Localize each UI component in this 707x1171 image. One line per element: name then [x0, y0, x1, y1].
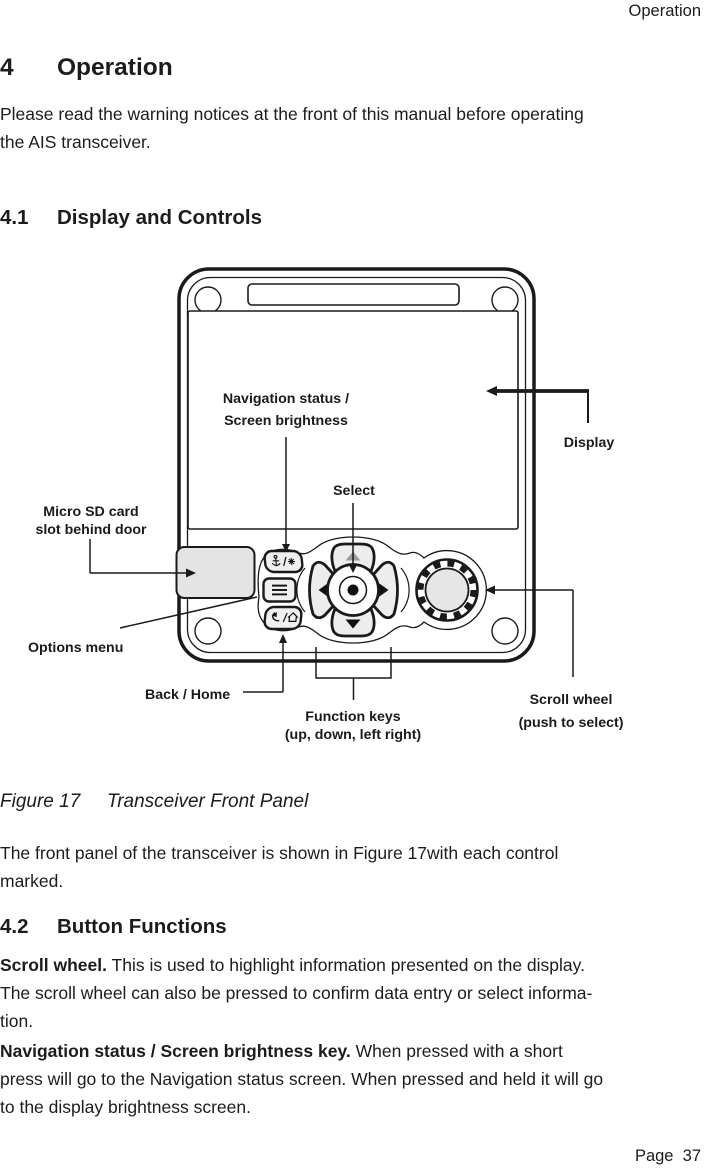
select-dot-icon [347, 584, 359, 596]
leader-lines [89, 389, 589, 700]
label-options-menu: Options menu [28, 640, 123, 656]
figure-caption-title: Transceiver Front Panel [107, 791, 309, 812]
text-line: marked. [0, 871, 64, 891]
bold-lead: Scroll wheel. [0, 955, 107, 975]
text-segment: When pressed with a short [350, 1041, 563, 1061]
label-nav-status: Navigation status / [223, 391, 349, 407]
text-line: to the display brightness screen. [0, 1097, 251, 1117]
label-function-keys: (up, down, left right) [285, 727, 422, 743]
menu-lines-icon [272, 584, 287, 596]
label-sd-card: slot behind door [35, 522, 147, 538]
screw-hole-icon [491, 286, 519, 314]
label-display: Display [564, 435, 615, 451]
running-header: Operation [628, 2, 701, 20]
right-arrow-icon [378, 582, 389, 598]
scroll-wheel-notches [417, 560, 477, 620]
anchor-icon [271, 554, 281, 567]
section-heading-4: 4 Operation [0, 54, 173, 82]
back-arrow-head [271, 612, 277, 617]
text-line: Scroll wheel. This is used to highlight … [0, 951, 592, 979]
dpad-left-arc [296, 567, 306, 613]
label-function-keys: Function keys [305, 709, 401, 725]
brightness-icon [287, 558, 296, 565]
back-home-key [263, 605, 303, 631]
section-heading-4-1: 4.1 Display and Controls [0, 206, 262, 230]
screw-hole-icon [491, 617, 519, 645]
after-figure-paragraph: The front panel of the transceiver is sh… [0, 839, 558, 895]
scroll-wheel-paragraph: Scroll wheel. This is used to highlight … [0, 951, 592, 1035]
slash-icon [283, 556, 287, 567]
heading-title: Display and Controls [57, 206, 263, 229]
slash-icon [282, 612, 288, 623]
label-scroll-wheel: Scroll wheel [530, 692, 613, 708]
text-line: press will go to the Navigation status s… [0, 1069, 604, 1089]
nav-key-paragraph: Navigation status / Screen brightness ke… [0, 1037, 603, 1121]
nav-status-brightness-key [263, 549, 304, 574]
text-line: The scroll wheel can also be pressed to … [0, 983, 593, 1003]
label-nav-status: Screen brightness [224, 413, 348, 429]
text-line: the AIS transceiver. [0, 132, 151, 152]
text-line: The front panel of the transceiver is sh… [0, 843, 559, 863]
screw-hole-icon [194, 286, 222, 314]
scroll-wheel-knob [424, 567, 470, 613]
bold-lead: Navigation status / Screen brightness ke… [0, 1041, 351, 1061]
home-icon [287, 612, 299, 622]
heading-number: 4.2 [0, 915, 29, 938]
back-arrow-icon [272, 612, 280, 622]
text-segment: This is used to highlight information pr… [106, 955, 585, 975]
figure-caption-label: Figure 17 [0, 791, 81, 812]
section-heading-4-2: 4.2 Button Functions [0, 915, 227, 939]
label-back-home: Back / Home [145, 687, 230, 703]
label-select: Select [333, 483, 375, 499]
heading-number: 4.1 [0, 206, 29, 229]
label-scroll-wheel: (push to select) [519, 715, 624, 731]
top-slot [247, 283, 460, 306]
text-line: tion. [0, 1011, 34, 1031]
text-line: Navigation status / Screen brightness ke… [0, 1037, 603, 1065]
leader-arrowheads [186, 386, 497, 643]
options-menu-key [262, 577, 297, 603]
down-arrow-icon [345, 619, 361, 629]
intro-paragraph: Please read the warning notices at the f… [0, 100, 584, 156]
dpad-right-arc [400, 567, 410, 613]
heading-title: Operation [57, 54, 173, 81]
heading-title: Button Functions [57, 915, 227, 938]
text-line: Please read the warning notices at the f… [0, 104, 584, 124]
heading-number: 4 [0, 54, 14, 81]
label-sd-card: Micro SD card [43, 504, 138, 520]
figure-caption: Figure 17 Transceiver Front Panel [0, 791, 308, 813]
page-number: Page 37 [634, 1147, 701, 1165]
screw-hole-icon [194, 617, 222, 645]
figure-transceiver-front-panel: Navigation status / Screen brightness Se… [28, 267, 624, 743]
